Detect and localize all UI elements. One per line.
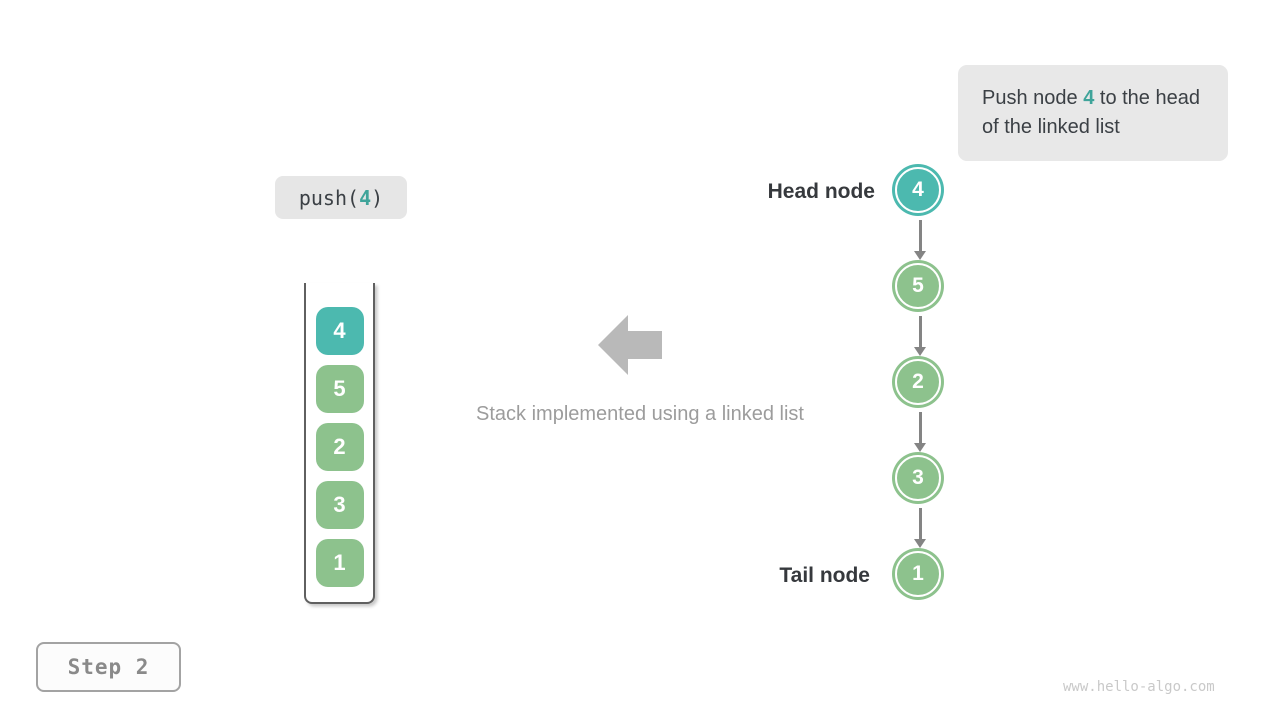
connector-line bbox=[918, 220, 922, 251]
step-badge: Step 2 bbox=[36, 642, 181, 692]
operation-prefix: push( bbox=[298, 185, 360, 210]
stack-item: 2 bbox=[315, 423, 364, 471]
stack-item: 4 bbox=[315, 307, 364, 355]
operation-code-chip: push(4) bbox=[275, 176, 407, 219]
linked-list-node: 5 bbox=[895, 263, 941, 309]
callout-box: Push node 4 to the head of the linked li… bbox=[958, 65, 1228, 161]
linked-list-node: 3 bbox=[895, 455, 941, 501]
head-node-label: Head node bbox=[767, 180, 875, 203]
arrowhead-icon bbox=[914, 347, 926, 356]
linked-list-node: 4 bbox=[895, 167, 941, 213]
operation-suffix: ) bbox=[371, 185, 384, 210]
arrowhead-icon bbox=[914, 443, 926, 452]
operation-arg: 4 bbox=[359, 185, 372, 210]
down-arrow-connector bbox=[914, 412, 926, 452]
tail-node-label: Tail node bbox=[779, 564, 870, 587]
connector-line bbox=[918, 316, 922, 347]
stack-container: 4 5 2 3 1 bbox=[304, 283, 375, 604]
watermark: www.hello-algo.com bbox=[1063, 679, 1215, 695]
connector-line bbox=[918, 412, 922, 443]
down-arrow-connector bbox=[914, 316, 926, 356]
stack-item: 1 bbox=[315, 539, 364, 587]
down-arrow-connector bbox=[914, 220, 926, 260]
arrowhead-icon bbox=[914, 539, 926, 548]
callout-text-suffix: to the head of the linked list bbox=[982, 87, 1200, 138]
callout-highlight-value: 4 bbox=[1083, 87, 1095, 109]
callout-text-prefix: Push node bbox=[982, 87, 1084, 109]
down-arrow-connector bbox=[914, 508, 926, 548]
arrowhead-icon bbox=[914, 251, 926, 260]
connector-line bbox=[918, 508, 922, 539]
diagram-caption: Stack implemented using a linked list bbox=[476, 403, 804, 425]
stack-item: 3 bbox=[315, 481, 364, 529]
left-arrow-icon bbox=[598, 315, 662, 375]
linked-list-node: 2 bbox=[895, 359, 941, 405]
linked-list-node: 1 bbox=[895, 551, 941, 597]
stack-item: 5 bbox=[315, 365, 364, 413]
